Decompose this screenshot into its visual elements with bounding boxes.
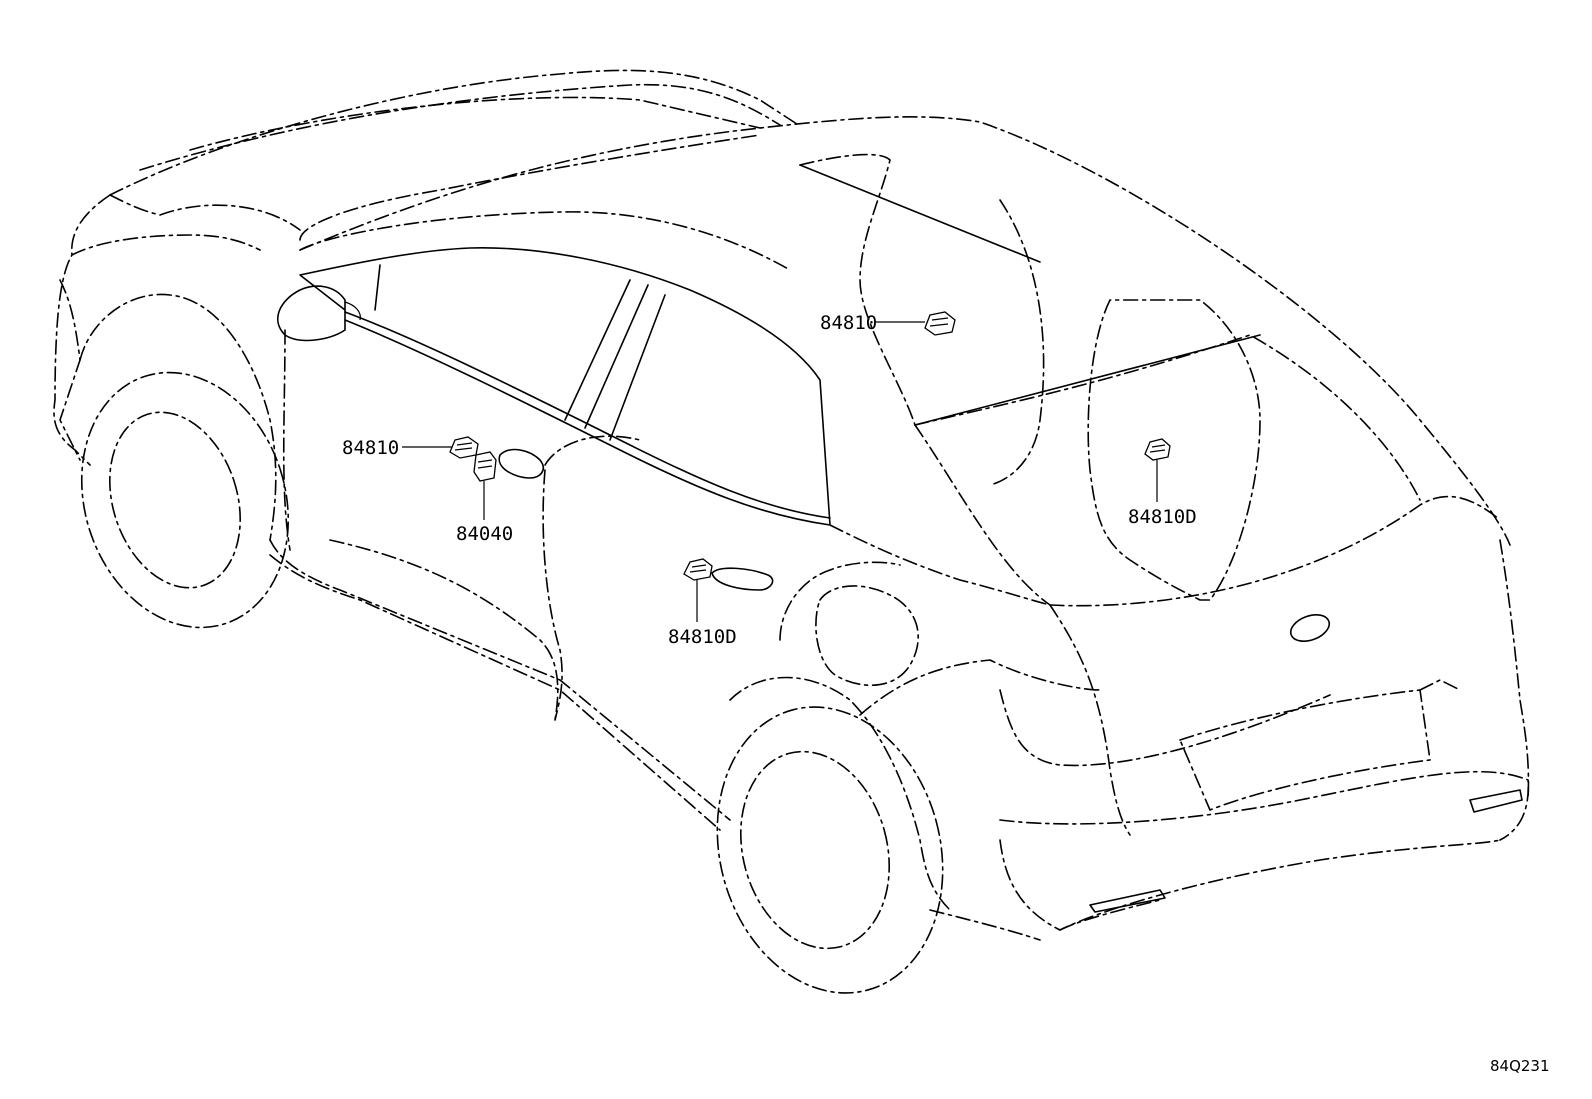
- callout-roof-switch: 84810: [820, 312, 877, 334]
- part-rear-window-switch-icon: [1144, 438, 1171, 461]
- callout-front-door-switch: 84810: [342, 437, 399, 459]
- diagram-id: 84Q231: [1490, 1057, 1550, 1075]
- callout-front-door-module: 84040: [456, 523, 513, 545]
- part-rear-door-switch-icon: [683, 558, 713, 581]
- part-roof-switch-icon: [924, 311, 956, 336]
- callout-rear-window-switch: 84810D: [1128, 506, 1197, 528]
- vehicle-outline: [53, 69, 1530, 994]
- leader-lines: [402, 321, 1158, 622]
- callout-rear-door-switch: 84810D: [668, 626, 737, 648]
- part-front-door-switch-icon: [449, 436, 479, 459]
- part-front-door-module-icon: [473, 451, 497, 482]
